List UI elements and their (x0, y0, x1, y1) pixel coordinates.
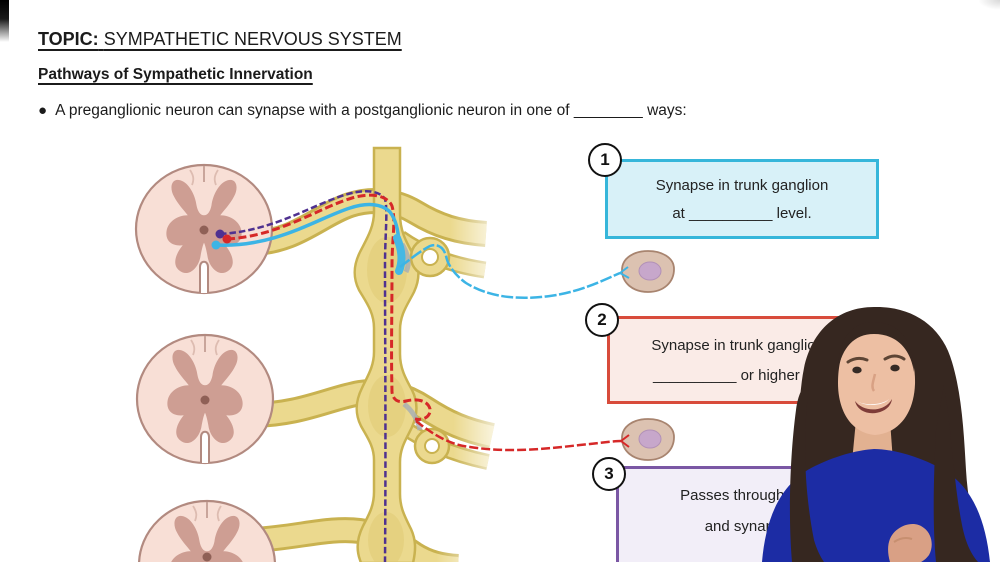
bullet-line: ● A preganglionic neuron can synapse with… (38, 102, 687, 120)
topic-label: TOPIC: (38, 29, 99, 49)
trunk-ganglion-1 (367, 237, 407, 303)
callout-2-line-2: __________ or higher level. (653, 366, 839, 384)
callout-box-3: Passes through trunk and synapses (616, 466, 886, 562)
pathway-3-purple-axon (219, 190, 388, 562)
spinal-cord-3 (137, 499, 277, 562)
frame-edge-artifact-left (0, 0, 9, 42)
bullet-icon: ● (38, 102, 48, 119)
pathway-1-cyan-axon (215, 202, 630, 300)
callout-number-2: 2 (585, 303, 619, 337)
callout-1-line-1: Synapse in trunk ganglion (655, 176, 829, 194)
central-canal (199, 225, 209, 235)
callout-box-2: Synapse in trunk ganglion at __________ … (607, 316, 885, 404)
trunk-ganglion-2 (368, 375, 406, 437)
rami-communicantes-loops (409, 236, 451, 465)
spinal-cord-1 (134, 163, 274, 295)
callout-number-1: 1 (588, 143, 622, 177)
spinal-cord-sections (134, 163, 277, 562)
callout-3-line-2: and synapses (704, 518, 798, 535)
trunk-ganglion-3 (368, 512, 404, 562)
anterior-fissure (199, 260, 209, 293)
topic-line: TOPIC: SYMPATHETIC NERVOUS SYSTEM (38, 29, 402, 50)
subtitle: Pathways of Sympathetic Innervation (38, 66, 313, 83)
callout-2-line-1: Synapse in trunk ganglion at (651, 336, 841, 354)
pathway-2-red-axon (226, 193, 630, 452)
postganglionic-cell-2 (621, 418, 675, 461)
callout-number-3: 3 (592, 457, 626, 491)
topic-title: SYMPATHETIC NERVOUS SYSTEM (103, 29, 402, 49)
callout-box-1: Synapse in trunk ganglion at __________ … (605, 159, 879, 239)
preganglionic-neuron-somas (211, 229, 232, 250)
callout-1-line-2: at __________ level. (672, 204, 812, 222)
spinal-cord-2 (135, 333, 275, 465)
callout-3-line-1: Passes through trunk (680, 487, 822, 504)
bullet-text: A preganglionic neuron can synapse with … (55, 102, 687, 119)
postganglionic-cell-1 (621, 250, 675, 293)
frame-edge-artifact-right (978, 0, 1000, 10)
nerve-fadeouts (436, 196, 511, 562)
